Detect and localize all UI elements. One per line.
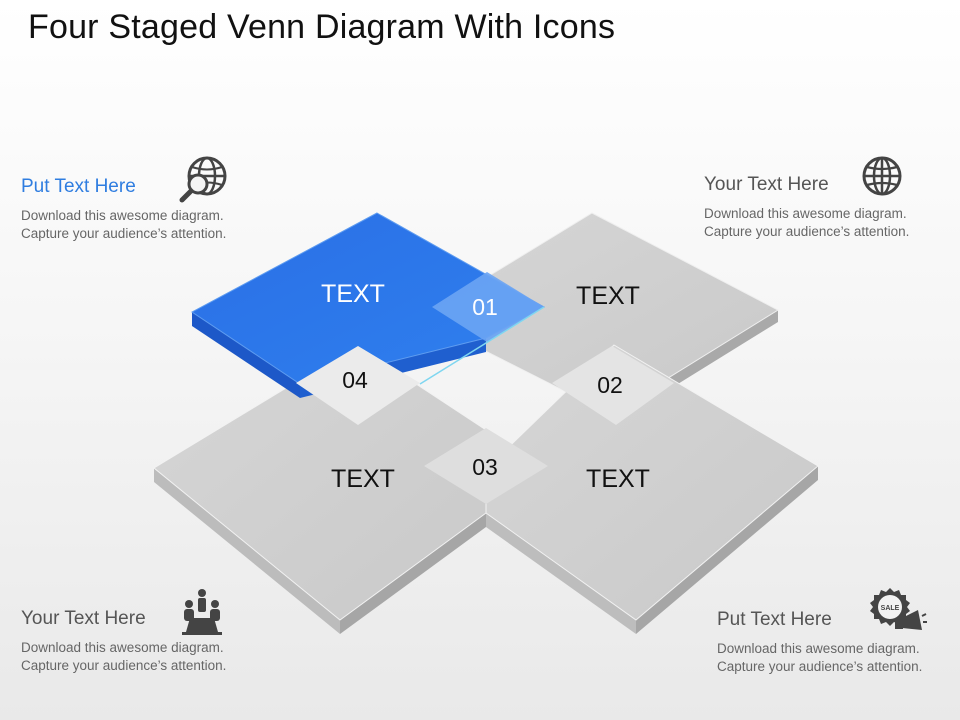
callout-heading: Your Text Here [704,174,829,195]
overlap-04 [296,346,420,425]
callout-bottom-left: Your Text Here Download this awesome dia… [21,608,226,675]
callout-line-1: Download this awesome diagram. [704,206,907,221]
tile-04-label: TEXT [331,465,395,493]
callout-line-2: Capture your audience’s attention. [704,224,910,239]
page-title: Four Staged Venn Diagram With Icons [28,8,616,46]
callout-heading: Put Text Here [717,609,832,630]
overlap-02 [552,346,674,425]
stage-number-04: 04 [342,367,368,393]
globe-icon [862,156,902,196]
stage-number-03: 03 [472,454,498,480]
tile-03-label: TEXT [586,465,650,493]
callout-line-2: Capture your audience’s attention. [717,659,923,674]
overlap-01 [432,272,544,342]
callout-heading: Put Text Here [21,176,136,197]
tile-03 [484,344,819,634]
overlap-highlight-line [419,306,545,385]
tile-01-label: TEXT [321,280,385,308]
callout-line-1: Download this awesome diagram. [21,208,224,223]
globe-magnifier-icon [179,156,227,203]
meeting-people-icon [182,589,222,635]
callout-top-left: Put Text Here Download this awesome diag… [21,176,226,243]
callout-line-2: Capture your audience’s attention. [21,226,227,241]
overlap-03 [424,428,548,504]
stage-number-02: 02 [597,372,623,398]
callout-heading: Your Text Here [21,608,146,629]
tile-04 [153,344,487,634]
callout-bottom-right: Put Text Here Download this awesome diag… [717,609,922,676]
stage-number-01: 01 [472,294,498,320]
callout-top-right: Your Text Here Download this awesome dia… [704,174,909,241]
callout-line-1: Download this awesome diagram. [717,641,920,656]
callout-line-2: Capture your audience’s attention. [21,658,227,673]
tile-02-label: TEXT [576,282,640,310]
callout-line-1: Download this awesome diagram. [21,640,224,655]
svg-text:SALE: SALE [881,605,900,612]
sale-megaphone-icon: SALE [870,588,927,630]
